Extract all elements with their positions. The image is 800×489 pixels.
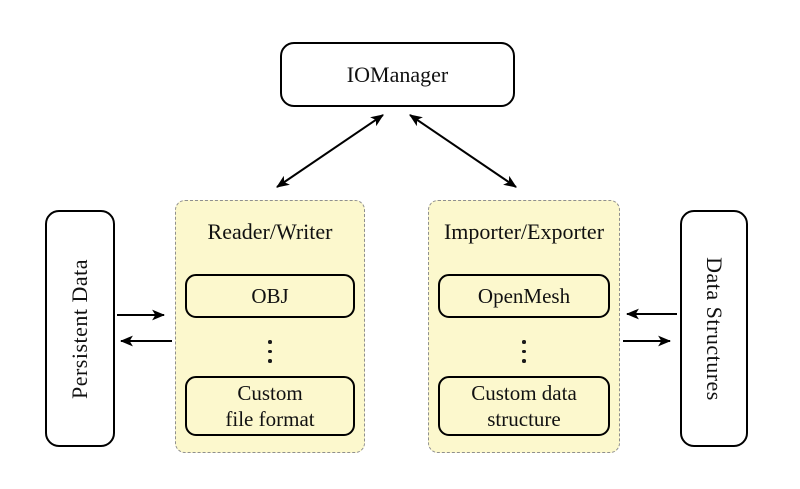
custom-file-format-line2: file format xyxy=(225,407,315,431)
node-openmesh: OpenMesh xyxy=(438,274,610,318)
node-iomanager: IOManager xyxy=(280,42,515,107)
vertical-ellipsis-icon xyxy=(429,340,619,363)
node-custom-data-structure: Custom data structure xyxy=(438,376,610,436)
group-reader-writer: Reader/Writer OBJ Custom file format xyxy=(175,200,365,453)
persistent-data-label: Persistent Data xyxy=(67,258,92,399)
node-obj: OBJ xyxy=(185,274,355,318)
openmesh-label: OpenMesh xyxy=(477,284,571,308)
iomanager-label: IOManager xyxy=(346,61,449,87)
custom-data-structure-line2: structure xyxy=(487,407,561,431)
group-reader-writer-title: Reader/Writer xyxy=(207,219,333,244)
group-importer-exporter-title: Importer/Exporter xyxy=(443,219,605,244)
group-importer-exporter: Importer/Exporter OpenMesh Custom data s… xyxy=(428,200,620,453)
arrow-iomanager-importerexporter xyxy=(409,114,517,188)
data-structures-label: Data Structures xyxy=(702,256,728,401)
obj-label: OBJ xyxy=(251,284,289,308)
arrow-iomanager-readerwriter xyxy=(276,114,384,188)
custom-file-format-line1: Custom xyxy=(237,381,303,405)
vertical-ellipsis-icon xyxy=(176,340,364,363)
custom-data-structure-line1: Custom data xyxy=(471,381,577,405)
node-persistent-data: Persistent Data xyxy=(45,210,115,447)
node-custom-file-format: Custom file format xyxy=(185,376,355,436)
node-data-structures: Data Structures xyxy=(680,210,748,447)
